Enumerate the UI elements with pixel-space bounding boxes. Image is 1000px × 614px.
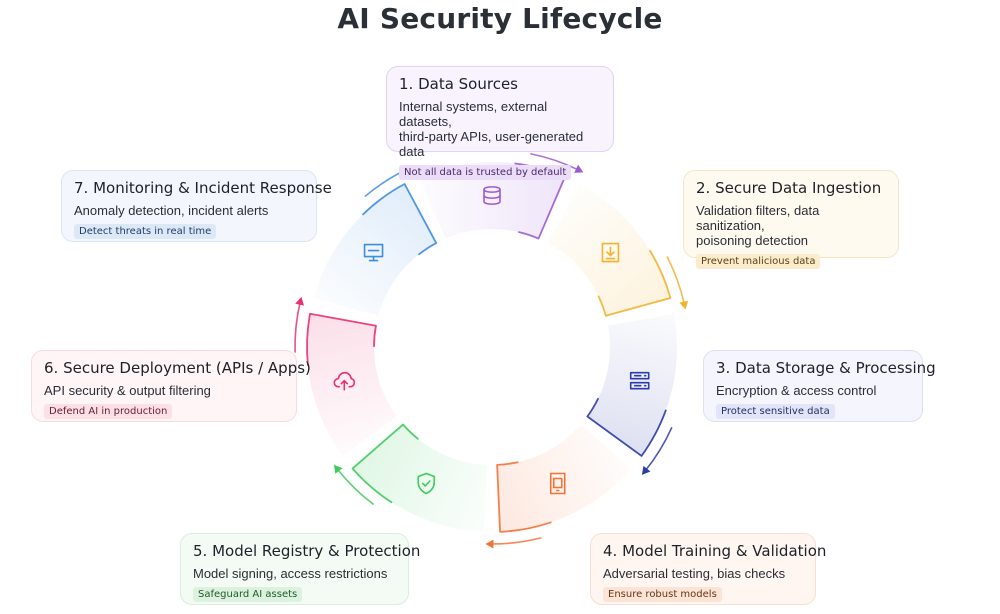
ring-segment-edge — [597, 249, 672, 317]
stage-tag: Defend AI in production — [44, 404, 173, 419]
ring-segment-edge — [362, 183, 438, 256]
ring-segment — [419, 162, 565, 239]
stage-card-model-registry-protection: 5. Model Registry & Protection Model sig… — [180, 533, 421, 605]
stage-tag: Ensure robust models — [603, 587, 722, 602]
ring-segment — [547, 183, 671, 316]
stage-card-secure-data-ingestion: 2. Secure Data Ingestion Validation filt… — [683, 170, 899, 269]
stage-desc-line: third-party APIs, user-generated data — [399, 129, 584, 159]
stage-card-model-training-validation: 4. Model Training & Validation Adversari… — [590, 533, 827, 605]
stage-tag: Safeguard AI assets — [193, 587, 303, 602]
stage-title: 2. Secure Data Ingestion — [696, 179, 882, 197]
stage-card-secure-deployment: 6. Secure Deployment (APIs / Apps) API s… — [31, 350, 311, 422]
shield-check-icon — [417, 472, 436, 495]
ring-segment-edge — [586, 397, 667, 457]
stage-tag: Prevent malicious data — [696, 254, 821, 269]
stage-desc-line: Internal systems, external datasets, — [399, 99, 548, 129]
stage-card-data-storage-processing: 3. Data Storage & Processing Encryption … — [703, 350, 936, 422]
stage-title: 6. Secure Deployment (APIs / Apps) — [44, 359, 311, 377]
stage-title: 1. Data Sources — [399, 75, 518, 93]
stage-desc-line: Anomaly detection, incident alerts — [74, 203, 269, 218]
database-icon — [483, 186, 501, 205]
ring-segment-edge — [351, 423, 419, 504]
stage-title: 3. Data Storage & Processing — [716, 359, 936, 377]
flow-arrow-head — [295, 296, 304, 306]
flow-arrow — [490, 536, 542, 545]
download-icon — [601, 242, 620, 263]
flow-arrow-head — [485, 539, 494, 549]
stage-card-monitoring-incident-response: 7. Monitoring & Incident Response Anomal… — [61, 170, 332, 242]
stage-title: 5. Model Registry & Protection — [193, 542, 421, 560]
stage-desc-line: poisoning detection — [696, 233, 809, 248]
server-icon — [629, 371, 650, 390]
ring-segment — [587, 313, 677, 456]
flow-arrow-head — [333, 464, 343, 474]
stage-desc-line: Validation filters, data sanitization, — [696, 203, 820, 233]
stage-tag: Protect sensitive data — [716, 404, 835, 419]
stage-desc-line: API security & output filtering — [44, 383, 211, 398]
monitor-icon — [363, 243, 384, 262]
stage-title: 7. Monitoring & Incident Response — [74, 179, 332, 197]
flow-arrow — [294, 301, 302, 353]
ring-segment-edge — [306, 312, 377, 367]
ring-segment — [352, 424, 487, 532]
tablet-icon — [549, 472, 566, 495]
stage-desc-line: Model signing, access restrictions — [193, 566, 388, 581]
stage-tag: Detect threats in real time — [74, 224, 217, 239]
flow-arrow-head — [679, 300, 689, 310]
stage-tag: Not all data is trusted by default — [399, 165, 572, 180]
ring-segment — [307, 313, 397, 456]
flow-arrow-head — [641, 465, 651, 475]
stage-desc-line: Adversarial testing, bias checks — [603, 566, 786, 581]
stage-title: 4. Model Training & Validation — [603, 542, 827, 560]
page-title: AI Security Lifecycle — [337, 2, 663, 35]
flow-arrow-head — [574, 164, 584, 173]
cloud-upload-icon — [333, 371, 356, 391]
stage-desc-line: Encryption & access control — [716, 383, 877, 398]
ring-segment-edge — [496, 461, 552, 533]
stage-card-data-sources: 1. Data Sources Internal systems, extern… — [386, 66, 614, 180]
